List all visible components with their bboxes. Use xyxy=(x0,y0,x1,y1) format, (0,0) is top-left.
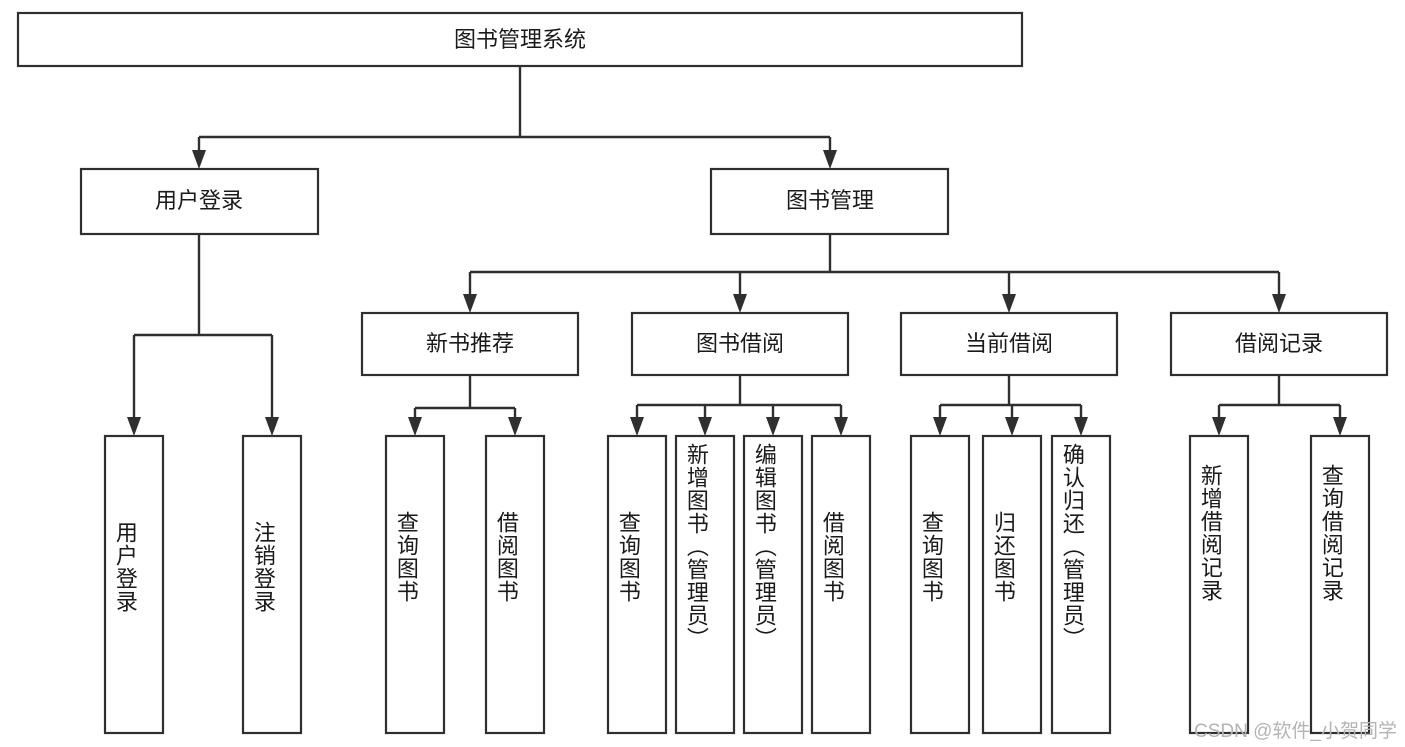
node-book-borrow[interactable]: 图书借阅 xyxy=(630,311,850,377)
arrow-bookmanage-to-borrow-record xyxy=(1272,294,1286,313)
node-book-borrow-label: 图书借阅 xyxy=(696,331,784,356)
node-book-manage-box[interactable] xyxy=(709,167,950,236)
arrow-bookborrow-to-leaf-query-book xyxy=(630,417,644,436)
arrow-borrowrecord-to-leaf-query-record xyxy=(1333,417,1347,436)
csdn-watermark: CSDN @软件_小贺同学 xyxy=(1194,721,1397,742)
arrow-bookmanage-to-new-book-recommend xyxy=(463,294,477,313)
arrow-bookborrow-to-leaf-borrow-book xyxy=(834,417,848,436)
node-root-label: 图书管理系统 xyxy=(454,27,586,52)
node-borrow-record-label: 借阅记录 xyxy=(1235,331,1323,356)
arrow-borrowrecord-to-leaf-add-record xyxy=(1212,417,1226,436)
edge-userlogin-trunk xyxy=(132,234,274,427)
node-current-borrow-box[interactable] xyxy=(899,311,1119,377)
node-leaf-user-login-box[interactable] xyxy=(103,434,165,735)
node-leaf-query-record-box[interactable] xyxy=(1309,434,1371,735)
arrow-bookmanage-to-book-borrow xyxy=(733,294,747,313)
arrow-bookborrow-to-leaf-edit-book xyxy=(766,417,780,436)
arrow-currentborrow-to-leaf-query-book xyxy=(933,417,947,436)
node-borrow-record-box[interactable] xyxy=(1169,311,1389,377)
edge-bookborrow-trunk xyxy=(635,375,843,427)
edge-borrowrecord-trunk xyxy=(1217,375,1342,427)
node-root-box[interactable] xyxy=(16,11,1024,68)
arrow-userlogin-to-leaf-logout xyxy=(265,417,279,436)
arrow-root-to-book-manage xyxy=(823,150,837,169)
arrow-bookmanage-to-current-borrow xyxy=(1002,294,1016,313)
node-user-login[interactable]: 用户登录 xyxy=(79,167,320,236)
arrow-root-to-user-login xyxy=(192,150,206,169)
node-leaf-query-book-1-box[interactable] xyxy=(384,434,446,735)
arrow-bookborrow-to-leaf-add-book xyxy=(698,417,712,436)
node-leaf-borrow-book-1-box[interactable] xyxy=(484,434,546,735)
edge-bookmanage-trunk xyxy=(468,234,1281,304)
node-book-manage-label: 图书管理 xyxy=(786,188,874,213)
node-new-book-recommend-label: 新书推荐 xyxy=(426,331,514,356)
node-new-book-recommend-box[interactable] xyxy=(360,311,580,377)
arrow-currentborrow-to-leaf-confirm-return xyxy=(1074,417,1088,436)
edge-root-trunk xyxy=(197,66,832,160)
node-user-login-box[interactable] xyxy=(79,167,320,236)
node-leaf-edit-book-box[interactable] xyxy=(742,434,804,735)
arrow-newbook-to-leaf-borrow-book xyxy=(508,417,522,436)
node-new-book-recommend[interactable]: 新书推荐 xyxy=(360,311,580,377)
connector-layer xyxy=(127,66,1347,436)
arrow-newbook-to-leaf-query-book xyxy=(408,417,422,436)
edge-currentborrow-trunk xyxy=(938,375,1083,427)
arrow-currentborrow-to-leaf-return-book xyxy=(1005,417,1019,436)
node-leaf-borrow-book-2-box[interactable] xyxy=(810,434,872,735)
node-current-borrow[interactable]: 当前借阅 xyxy=(899,311,1119,377)
node-user-login-label: 用户登录 xyxy=(155,188,243,213)
node-borrow-record[interactable]: 借阅记录 xyxy=(1169,311,1389,377)
node-leaf-return-book-box[interactable] xyxy=(981,434,1043,735)
arrow-userlogin-to-leaf-user-login xyxy=(127,417,141,436)
node-root[interactable]: 图书管理系统 xyxy=(16,11,1024,68)
edge-newbook-trunk xyxy=(413,375,517,427)
node-book-manage[interactable]: 图书管理 xyxy=(709,167,950,236)
node-current-borrow-label: 当前借阅 xyxy=(965,331,1053,356)
node-book-borrow-box[interactable] xyxy=(630,311,850,377)
node-leaf-add-record-box[interactable] xyxy=(1188,434,1250,735)
node-leaf-query-book-3-box[interactable] xyxy=(909,434,971,735)
node-leaf-logout-box[interactable] xyxy=(241,434,303,735)
leaf-box-layer xyxy=(103,434,1371,735)
node-leaf-confirm-return-box[interactable] xyxy=(1050,434,1112,735)
node-leaf-add-book-box[interactable] xyxy=(674,434,736,735)
node-leaf-query-book-2-box[interactable] xyxy=(606,434,668,735)
